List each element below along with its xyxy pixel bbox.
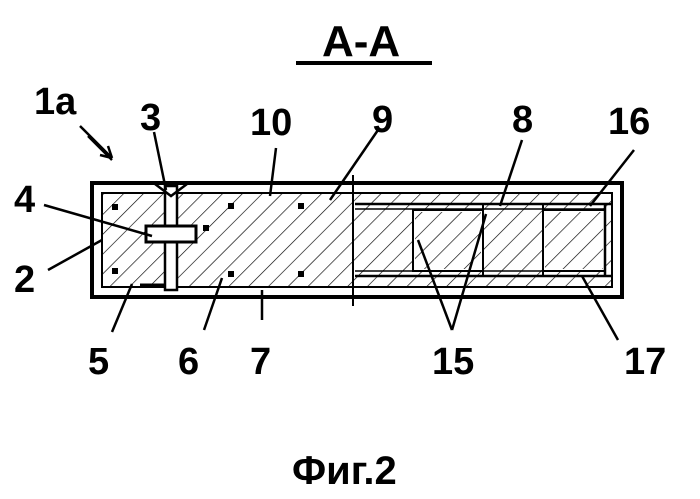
leader-1a	[80, 126, 112, 158]
anchor	[298, 203, 304, 209]
label-9: 9	[372, 99, 393, 141]
label-6: 6	[178, 341, 199, 383]
anchor	[112, 204, 118, 210]
label-10: 10	[250, 102, 292, 144]
label-8: 8	[512, 99, 533, 141]
label-4: 4	[14, 179, 35, 221]
label-5: 5	[88, 341, 109, 383]
label-1a: 1a	[34, 81, 77, 123]
cell-2-hatch	[545, 212, 603, 269]
anchor	[228, 271, 234, 277]
label-3: 3	[140, 97, 161, 139]
label-16: 16	[608, 101, 650, 143]
anchor	[228, 203, 234, 209]
figure-caption: Фиг.2	[292, 449, 397, 493]
label-7: 7	[250, 341, 271, 383]
anchor	[203, 225, 209, 231]
section-title: A-A	[322, 17, 400, 66]
leader-10	[270, 148, 276, 196]
bolt-plate	[146, 226, 196, 242]
label-15: 15	[432, 341, 474, 383]
anchor	[112, 268, 118, 274]
anchor	[298, 271, 304, 277]
label-2: 2	[14, 259, 35, 301]
leader-5	[112, 284, 132, 332]
label-17: 17	[624, 341, 666, 383]
